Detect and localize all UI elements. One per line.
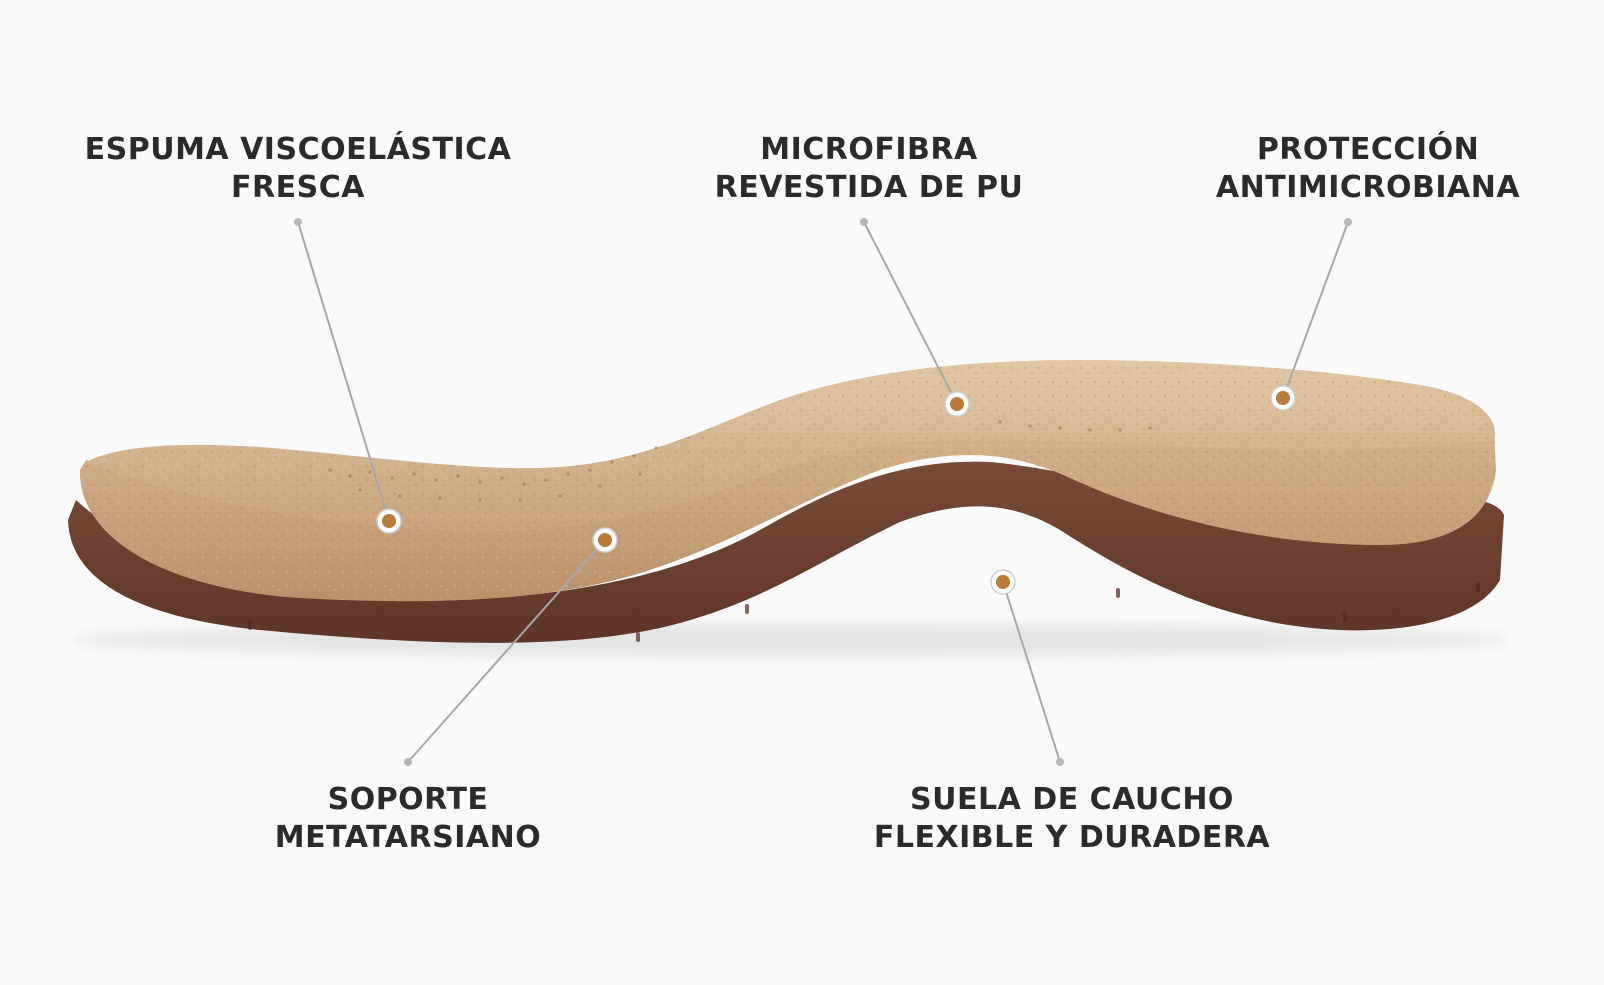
label-line: PROTECCIÓN	[1256, 132, 1480, 167]
marker-soporte	[592, 527, 618, 553]
label-suela-caucho: SUELA DE CAUCHO FLEXIBLE Y DURADERA	[874, 781, 1270, 857]
label-microfibra: MICROFIBRA REVESTIDA DE PU	[715, 131, 1024, 207]
label-line: MICROFIBRA	[760, 132, 978, 167]
label-espuma-viscoelastica: ESPUMA VISCOELÁSTICA FRESCA	[85, 131, 512, 207]
leader-lines	[297, 221, 1349, 763]
marker-microfibra	[944, 391, 970, 417]
leader-end-dots	[294, 218, 1352, 766]
label-line: SOPORTE	[327, 782, 489, 817]
label-line: ESPUMA VISCOELÁSTICA	[84, 132, 512, 167]
label-line: REVESTIDA DE PU	[714, 170, 1024, 205]
label-line: FLEXIBLE Y DURADERA	[873, 820, 1271, 855]
label-line: SUELA DE CAUCHO	[910, 782, 1234, 817]
label-line: METATARSIANO	[274, 820, 542, 855]
label-proteccion-antimicrobiana: PROTECCIÓN ANTIMICROBIANA	[1216, 131, 1520, 207]
label-soporte-metatarsiano: SOPORTE METATARSIANO	[275, 781, 541, 857]
marker-proteccion	[1270, 385, 1296, 411]
feature-markers	[376, 385, 1296, 595]
marker-suela	[990, 569, 1016, 595]
label-line: FRESCA	[231, 170, 365, 205]
marker-espuma	[376, 508, 402, 534]
sole-tread	[248, 582, 1480, 642]
label-line: ANTIMICROBIANA	[1215, 170, 1521, 205]
perforations	[328, 420, 1152, 502]
